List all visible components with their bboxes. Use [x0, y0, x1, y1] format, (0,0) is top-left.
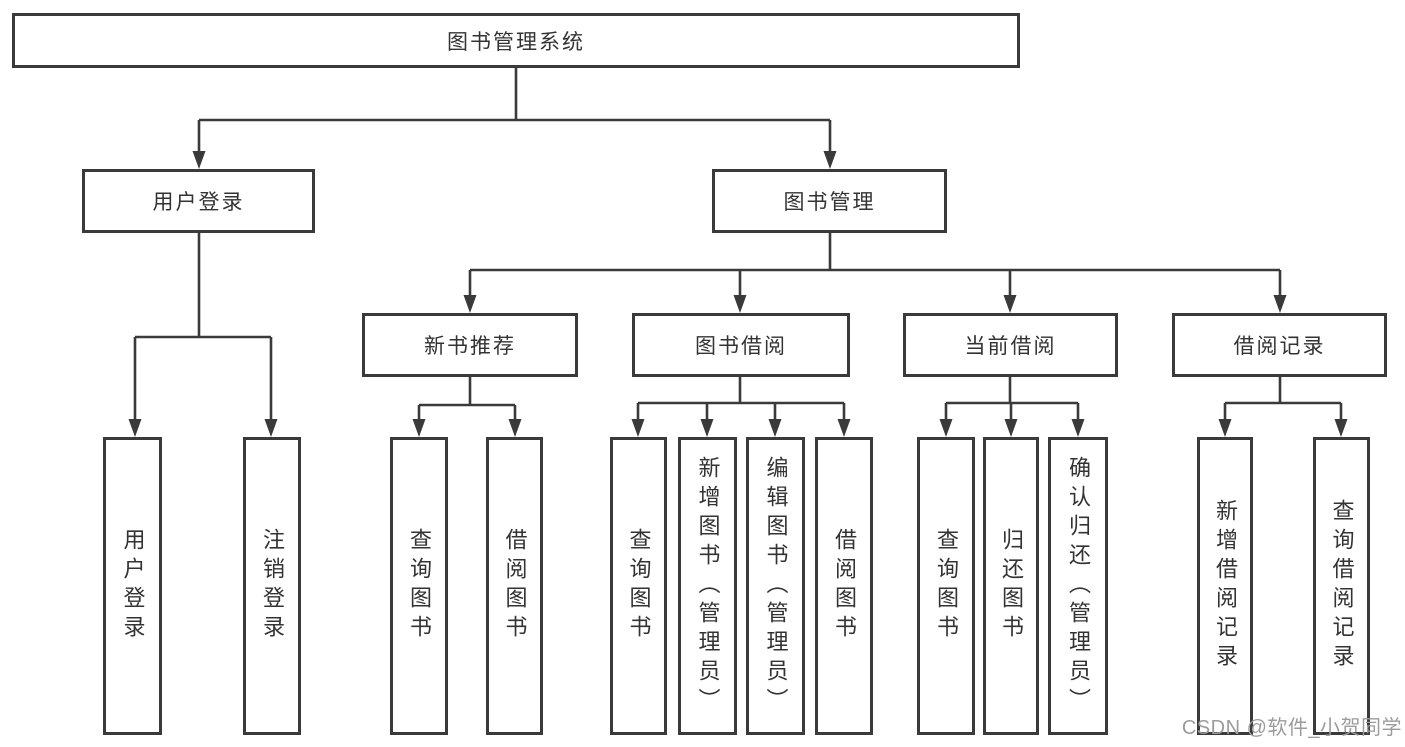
leaf-query-borrow-record: 查询借阅记录: [1313, 437, 1370, 735]
node-book-borrow: 图书借阅: [632, 313, 850, 377]
leaf-query-books-current: 查询图书: [917, 437, 975, 735]
leaf-borrow-books-recommend: 借阅图书: [486, 437, 543, 735]
node-book-management: 图书管理: [712, 169, 947, 233]
leaf-confirm-return-admin: 确认归还（管理员）: [1048, 437, 1108, 735]
node-current-borrow: 当前借阅: [903, 313, 1118, 377]
leaf-return-book: 归还图书: [983, 437, 1039, 735]
node-new-book-recommend: 新书推荐: [362, 313, 578, 377]
leaf-add-book-admin: 新增图书（管理员）: [678, 437, 737, 735]
connector-lines: [133, 68, 1343, 422]
arrowheads: [128, 151, 1348, 437]
node-borrow-records: 借阅记录: [1172, 313, 1387, 377]
leaf-query-books-borrow: 查询图书: [610, 437, 667, 735]
node-user-login: 用户登录: [82, 169, 315, 233]
leaf-logout: 注销登录: [243, 437, 301, 735]
leaf-user-login: 用户登录: [103, 437, 162, 735]
leaf-add-borrow-record: 新增借阅记录: [1197, 437, 1253, 735]
leaf-borrow-books: 借阅图书: [815, 437, 873, 735]
leaf-query-books-recommend: 查询图书: [390, 437, 448, 735]
leaf-edit-book-admin: 编辑图书（管理员）: [746, 437, 805, 735]
root-node-library-management-system: 图书管理系统: [12, 13, 1020, 68]
csdn-watermark: CSDN @软件_小贺同学: [1181, 717, 1402, 739]
